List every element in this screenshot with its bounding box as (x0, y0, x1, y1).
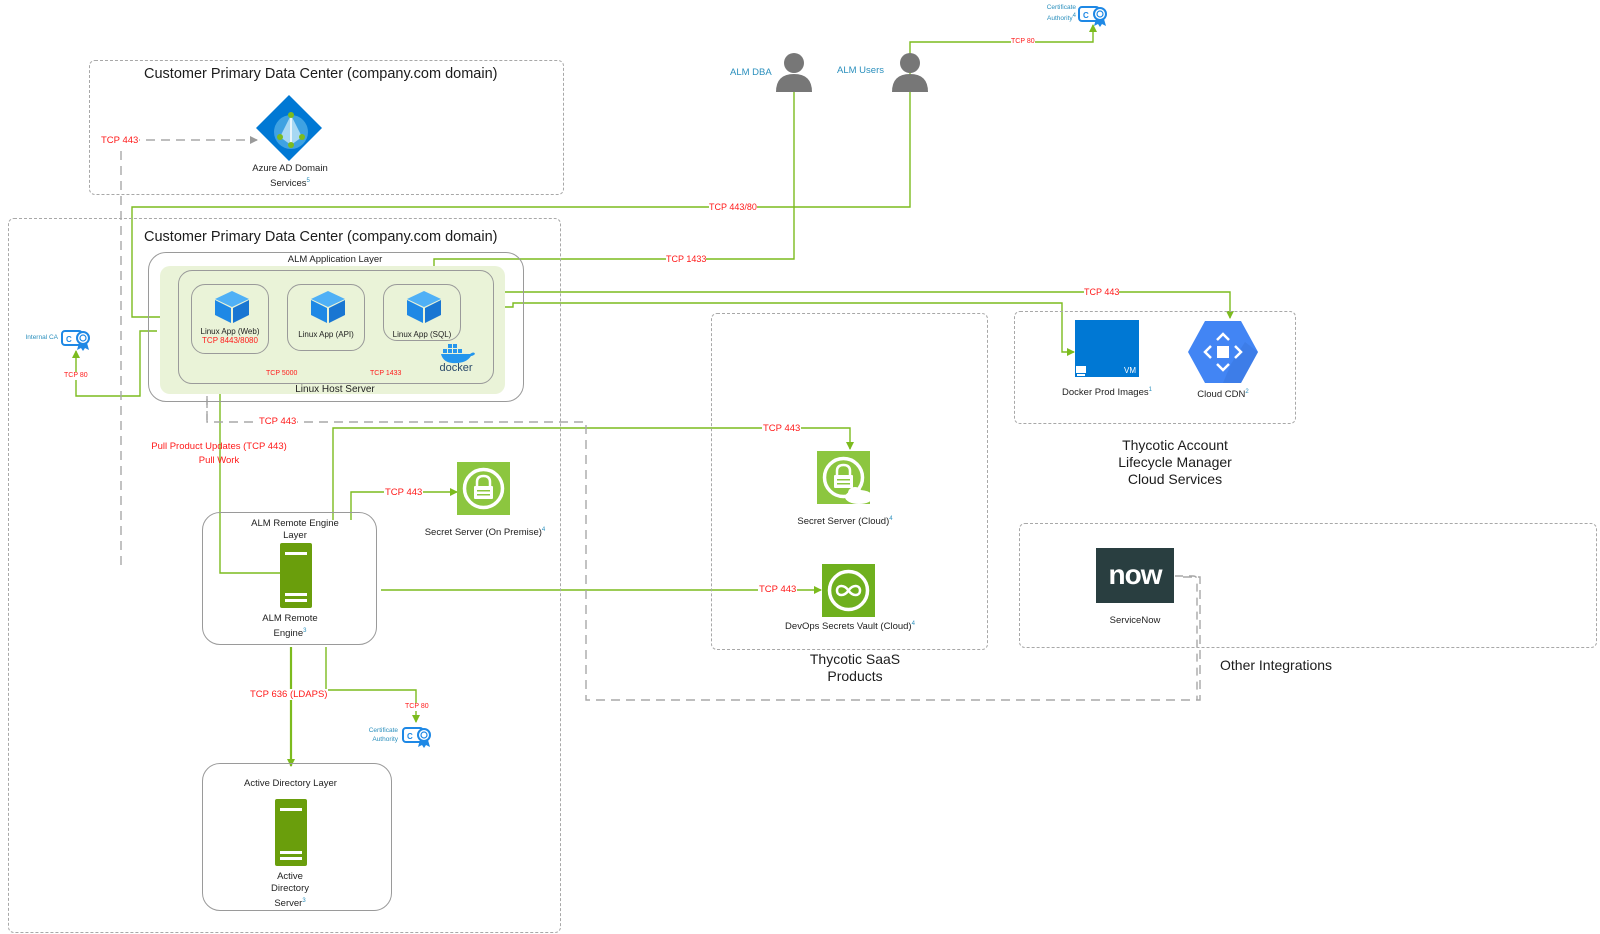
linux-app-web-label: Linux App (Web) (200, 327, 260, 336)
devops-secrets-vault-icon[interactable] (822, 564, 875, 617)
docker-prod-images-label: Docker Prod Images1 (1062, 387, 1152, 399)
servicenow-logo-text: now (1108, 559, 1163, 590)
label-azure-ad: TCP 443 (100, 135, 140, 146)
label-users-to-ca: TCP 80 (1011, 38, 1035, 46)
zone-other-integrations (1019, 523, 1597, 648)
container-cube-icon (407, 291, 441, 323)
user-icon[interactable] (891, 52, 929, 92)
cert-authority-bottom-label: Certificate Authority (368, 727, 398, 743)
servicenow-connector (1175, 575, 1198, 700)
linux-app-web[interactable] (191, 284, 269, 354)
label-dba-to-sql: TCP 1433 (666, 254, 707, 264)
secret-server-lock-icon[interactable] (457, 462, 510, 515)
linux-app-sql[interactable] (383, 284, 461, 341)
zone-saas-products (711, 313, 988, 650)
user-icon[interactable] (775, 52, 813, 92)
label-pull-updates: Pull Product Updates (TCP 443) Pull Work (151, 441, 287, 466)
label-engine-to-ca-bottom: TCP 80 (405, 703, 429, 711)
connector-users-to-web (131, 92, 911, 321)
connector-engine-to-web (216, 354, 285, 574)
server-icon[interactable] (280, 543, 312, 608)
label-app-to-cdn: TCP 443 (1084, 287, 1120, 297)
ad-layer-title: Active Directory Layer (244, 778, 337, 789)
alm-application-layer-title: ALM Application Layer (287, 254, 383, 265)
vm-badge: VM (1124, 366, 1136, 375)
zone-customer-dc-top (89, 60, 564, 195)
label-engine-to-ss-cloud: TCP 443 (762, 423, 802, 434)
zone-other-integrations-title: Other Integrations (1220, 657, 1333, 673)
connector-app-to-images (505, 302, 1075, 356)
active-directory-layer (202, 763, 392, 911)
linux-app-web-ports: TCP 8443/8080 (202, 336, 258, 345)
remote-engine-layer-title: ALM Remote Engine Layer (251, 518, 339, 541)
alm-application-layer (148, 252, 524, 402)
servicenow-label: ServiceNow (1109, 615, 1161, 626)
cloud-cdn-icon[interactable] (1187, 320, 1259, 384)
internal-ca-label: Internal CA (25, 334, 58, 341)
zone-customer-dc-main-title: Customer Primary Data Center (company.co… (144, 229, 498, 245)
label-web-to-internal-ca: TCP 80 (64, 372, 88, 380)
container-cube-icon (215, 291, 249, 323)
remote-engine-label: ALM Remote Engine3 (262, 613, 318, 640)
zone-alm-cloud-services (1014, 311, 1296, 424)
connector-web-to-cloud-dashed (206, 354, 1201, 701)
label-engine-to-cloud-dashed: TCP 443 (258, 416, 298, 427)
linux-app-api[interactable] (287, 284, 365, 351)
alm-dba-label: ALM DBA (730, 67, 772, 78)
azure-ad-label: Azure AD Domain Services5 (252, 163, 328, 190)
label-engine-to-dsv: TCP 443 (758, 584, 798, 595)
label-engine-to-ss-onprem: TCP 443 (384, 487, 424, 498)
label-api-to-sql: TCP 1433 (370, 370, 402, 378)
cert-authority-top-label: Certificate Authority4 (1046, 4, 1076, 23)
secret-server-cloud-icon[interactable] (817, 451, 875, 506)
zone-customer-dc-top-title: Customer Primary Data Center (company.co… (144, 66, 498, 82)
docker-whale-icon (441, 344, 475, 364)
linux-app-sql-label: Linux App (SQL) (392, 330, 452, 339)
server-icon[interactable] (275, 799, 307, 866)
certificate-authority-icon[interactable]: C (402, 724, 434, 748)
svg-text:C: C (66, 335, 72, 344)
docker-logo-text: docker (439, 362, 473, 374)
zone-alm-cloud-services-title: Thycotic Account Lifecycle Manager Cloud… (1118, 437, 1232, 487)
linux-host-server-label: Linux Host Server (295, 384, 375, 395)
svg-text:C: C (1083, 11, 1089, 20)
linux-host-server (178, 270, 494, 384)
secret-server-onprem-label: Secret Server (On Premise)4 (424, 527, 546, 539)
servicenow-logo[interactable]: now (1096, 548, 1174, 603)
zone-saas-products-title: Thycotic SaaS Products (809, 651, 901, 684)
container-cube-icon (311, 291, 345, 323)
vm-monitor-icon (1076, 366, 1086, 376)
connector-users-to-ca (909, 24, 1097, 78)
cloud-cdn-label: Cloud CDN2 (1197, 389, 1249, 401)
alm-users-label: ALM Users (837, 65, 884, 76)
ad-server-label: Active Directory Server3 (270, 871, 309, 910)
label-web-to-api: TCP 5000 (266, 370, 298, 378)
alm-remote-engine-layer (202, 512, 377, 645)
connector-web-to-internal-ca (72, 330, 157, 397)
label-engine-to-ad: TCP 636 (LDAPS) (249, 689, 329, 700)
azure-ad-domain-services-icon[interactable] (256, 95, 322, 161)
devops-vault-label: DevOps Secrets Vault (Cloud)4 (785, 621, 915, 633)
connector-engine-to-ss-cloud (332, 427, 854, 520)
linux-app-api-label: Linux App (API) (298, 330, 354, 339)
label-users-to-web: TCP 443/80 (709, 202, 757, 212)
svg-text:C: C (407, 732, 413, 741)
internal-ca-icon[interactable]: C (61, 327, 93, 351)
zone-customer-dc-main (8, 218, 561, 933)
certificate-authority-icon[interactable]: C (1078, 3, 1110, 27)
secret-server-cloud-label: Secret Server (Cloud)4 (797, 516, 893, 528)
connector-app-to-cdn (505, 291, 1234, 319)
